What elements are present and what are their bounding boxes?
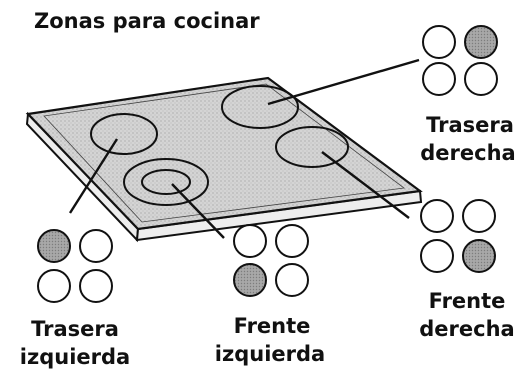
indicator-grid-front-right bbox=[420, 199, 496, 273]
leader-line-front-right bbox=[321, 151, 410, 219]
cooktop bbox=[25, 76, 423, 243]
zone-rear-right: Trasera derecha bbox=[420, 25, 516, 165]
indicator-circle-active bbox=[462, 239, 496, 273]
indicator-circle bbox=[79, 269, 113, 303]
burner-rear-right bbox=[221, 85, 299, 129]
cooktop-surface bbox=[25, 76, 423, 231]
indicator-circle bbox=[462, 199, 496, 233]
indicator-circle bbox=[79, 229, 113, 263]
indicator-circle-active bbox=[464, 25, 498, 59]
zone-label-rear-left-line2: izquierda bbox=[20, 345, 130, 369]
zone-label-rear-left-line1: Trasera bbox=[31, 317, 119, 341]
indicator-grid-rear-right bbox=[422, 25, 498, 96]
zone-front-left: Frente izquierda bbox=[215, 224, 325, 366]
zone-label-rear-right-line2: derecha bbox=[420, 141, 515, 165]
leader-line-rear-left bbox=[68, 138, 119, 214]
burner-front-left-inner bbox=[141, 169, 191, 195]
indicator-grid-rear-left bbox=[37, 229, 113, 303]
leader-line-front-left bbox=[171, 183, 225, 239]
indicator-circle bbox=[422, 25, 456, 59]
leader-lines bbox=[68, 58, 420, 239]
zone-rear-left: Trasera izquierda bbox=[20, 229, 130, 369]
zone-label-rear-right-line1: Trasera bbox=[426, 113, 514, 137]
cooktop-inner-border bbox=[43, 83, 406, 223]
zone-label-front-right-line2: derecha bbox=[419, 317, 514, 341]
indicator-circle bbox=[275, 224, 309, 258]
zone-label-front-left-line2: izquierda bbox=[215, 342, 325, 366]
indicator-circle bbox=[420, 239, 454, 273]
diagram-title: Zonas para cocinar bbox=[34, 9, 260, 33]
burner-rear-left bbox=[90, 113, 158, 155]
indicator-circle bbox=[464, 62, 498, 96]
indicator-circle bbox=[420, 199, 454, 233]
indicator-circle bbox=[275, 263, 309, 297]
burner-front-right bbox=[275, 126, 349, 168]
zone-front-right: Frente derecha bbox=[419, 199, 515, 341]
indicator-circle bbox=[233, 224, 267, 258]
leader-line-rear-right bbox=[267, 58, 420, 106]
indicator-circle-active bbox=[233, 263, 267, 297]
indicator-circle-active bbox=[37, 229, 71, 263]
indicator-circle bbox=[422, 62, 456, 96]
burner-front-left-outer bbox=[123, 158, 209, 206]
indicator-circle bbox=[37, 269, 71, 303]
zone-label-front-left-line1: Frente bbox=[234, 314, 311, 338]
zone-label-front-right-line1: Frente bbox=[429, 289, 506, 313]
indicator-grid-front-left bbox=[233, 224, 309, 297]
